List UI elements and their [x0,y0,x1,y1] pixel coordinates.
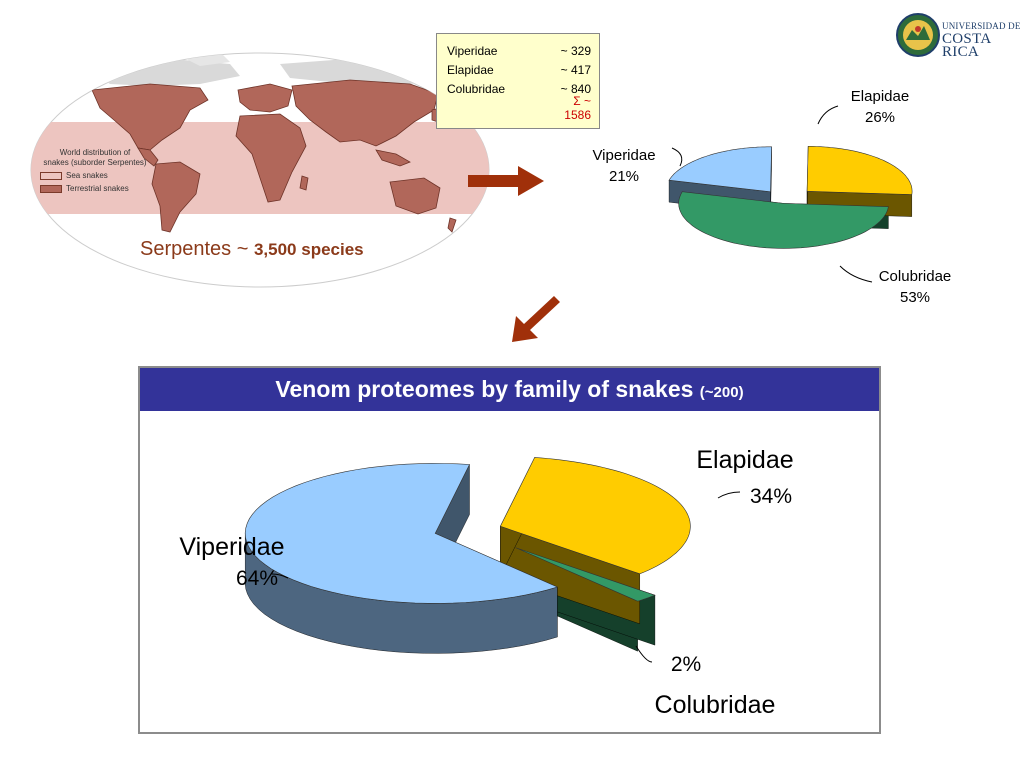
legend-row-sea: Sea snakes [40,171,150,181]
top-elapidae-pct: 26% [864,109,896,126]
bottom-label-elapidae-pct: 34% [749,485,793,508]
pie-slice-elapidae [499,457,691,575]
leader-line-2 [839,265,873,283]
indonesia-land [375,149,411,167]
africa-land [235,113,307,203]
top-label-elapidae: Elapidae 26% [830,86,930,128]
legend-title-line1: World distribution of [59,148,131,157]
count-row-viperidae: Viperidae ~ 329 [447,41,599,60]
count-row-colubridae: Colubridae ~ 840 [447,79,599,98]
map-legend-title: World distribution of snakes (suborder S… [40,148,150,168]
caption-species-count: 3,500 species [253,240,364,259]
central-america-land [137,147,159,167]
count-row-sum: Σ ~ 1586 [447,94,599,122]
pie-slice-elapidae [806,146,913,195]
chart-title-suffix: (~200) [699,384,744,401]
world-map-graphic [30,52,490,288]
count-sum: Σ ~ 1586 [564,93,591,122]
asia-land [291,79,439,147]
right-arrow-icon [468,166,544,196]
count-row-elapidae: Elapidae ~ 417 [447,60,599,79]
leader-line-0 [717,491,741,499]
university-name-line1: UNIVERSIDAD DE [942,21,1021,31]
leader-line-1 [271,573,289,579]
bottom-label-elapidae-name: Elapidae [696,446,794,474]
top-elapidae-name: Elapidae [850,88,910,105]
pie-slice-colubridae [678,191,889,249]
pie-slice-colubridae [515,547,656,602]
top-label-viperidae: Viperidae 21% [574,145,674,187]
count-family-name: Viperidae [447,43,498,58]
chart-title: Venom proteomes by family of snakes [275,376,694,402]
pie-slice-viperidae [668,146,772,193]
top-colubridae-pct: 53% [899,289,931,306]
south-america-land [151,161,201,233]
bottom-label-colubridae-name: Colubridae [654,691,776,719]
bottom-pie-chart [244,457,741,663]
australia-land [389,177,441,215]
north-america-land [91,83,209,151]
sea-snakes-swatch [40,172,62,180]
new-zealand-land [447,217,457,233]
family-counts-box: Viperidae ~ 329 Elapidae ~ 417 Colubrida… [436,33,600,129]
terrestrial-snakes-swatch [40,185,62,193]
count-value: ~ 329 [560,43,591,58]
top-viperidae-name: Viperidae [592,147,656,164]
legend-sea-label: Sea snakes [66,171,108,180]
bottom-label-viperidae-pct: 64% [235,567,279,590]
map-legend: World distribution of snakes (suborder S… [40,148,150,194]
count-value: ~ 417 [560,62,591,77]
europe-land [237,83,293,113]
count-family-name: Colubridae [447,81,506,96]
legend-terrestrial-label: Terrestrial snakes [66,184,129,193]
top-pie-chart [668,105,913,283]
bottom-label-colubridae-pct: 2% [670,653,702,676]
pie-slice-viperidae [244,463,559,604]
top-colubridae-name: Colubridae [878,268,952,285]
world-distribution-map [30,50,490,290]
count-value: ~ 840 [560,81,591,96]
leader-line-1 [817,105,839,125]
bottom-label-viperidae-name: Viperidae [179,533,285,561]
species-caption: Serpentes ~ 3,500 species [140,238,364,261]
legend-row-terrestrial: Terrestrial snakes [40,184,150,194]
madagascar-land [299,175,309,191]
count-family-name: Elapidae [447,62,494,77]
leader-line-0 [671,147,683,167]
caption-prefix: Serpentes ~ [140,238,254,260]
university-seal-icon [896,13,940,57]
top-label-colubridae: Colubridae 53% [860,266,970,308]
legend-title-line2: snakes (suborder Serpentes) [43,158,147,167]
university-name: UNIVERSIDAD DE COSTA RICA [942,20,1024,60]
top-viperidae-pct: 21% [608,168,640,185]
university-name-line2: COSTA RICA [942,31,991,60]
chart-title-bar: Venom proteomes by family of snakes (~20… [140,368,879,411]
leader-line-2 [635,645,653,663]
down-left-arrow-icon [512,296,560,342]
